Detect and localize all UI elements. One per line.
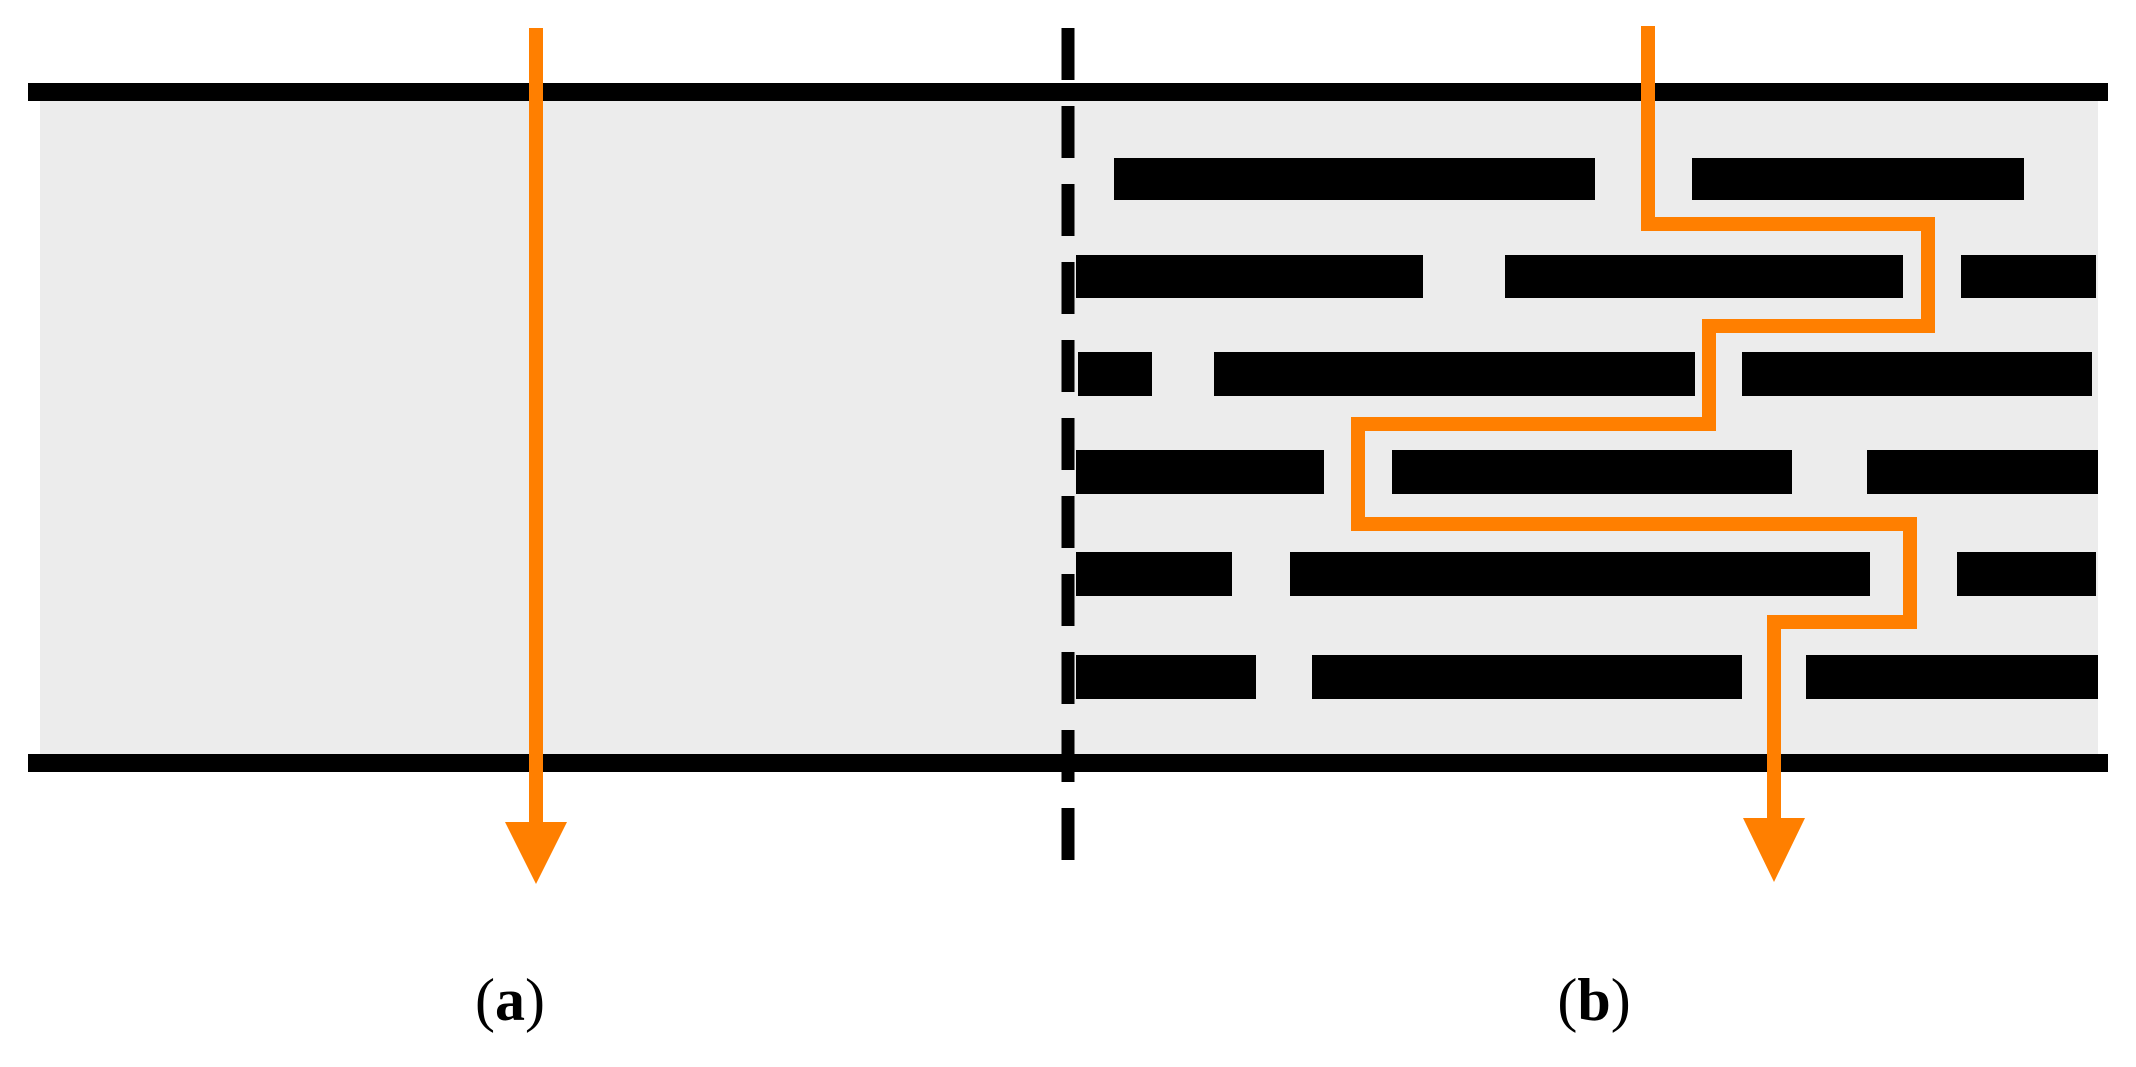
platelet xyxy=(1076,450,1324,494)
platelet xyxy=(1505,255,1903,298)
panel-label-a: (a) xyxy=(475,967,545,1033)
platelet xyxy=(1076,655,1256,699)
platelet xyxy=(1290,552,1870,596)
panel-b xyxy=(1076,26,2098,882)
platelet xyxy=(1957,552,2096,596)
panel-a xyxy=(505,28,567,884)
platelet xyxy=(1076,552,1232,596)
platelet xyxy=(1692,158,2024,200)
panel-label-b: (b) xyxy=(1557,967,1630,1033)
platelet xyxy=(1867,450,2098,494)
platelets xyxy=(1076,158,2098,699)
tortuous-diffusion-path xyxy=(1351,26,1935,830)
arrowhead-icon xyxy=(505,822,567,884)
platelet xyxy=(1076,255,1423,298)
platelet xyxy=(1312,655,1742,699)
platelet xyxy=(1078,352,1152,396)
platelet xyxy=(1392,450,1792,494)
arrowhead-icon xyxy=(1743,818,1805,882)
platelet xyxy=(1961,255,2096,298)
platelet xyxy=(1114,158,1595,200)
platelet xyxy=(1806,655,2098,699)
platelet xyxy=(1214,352,1695,396)
platelet xyxy=(1742,352,2092,396)
